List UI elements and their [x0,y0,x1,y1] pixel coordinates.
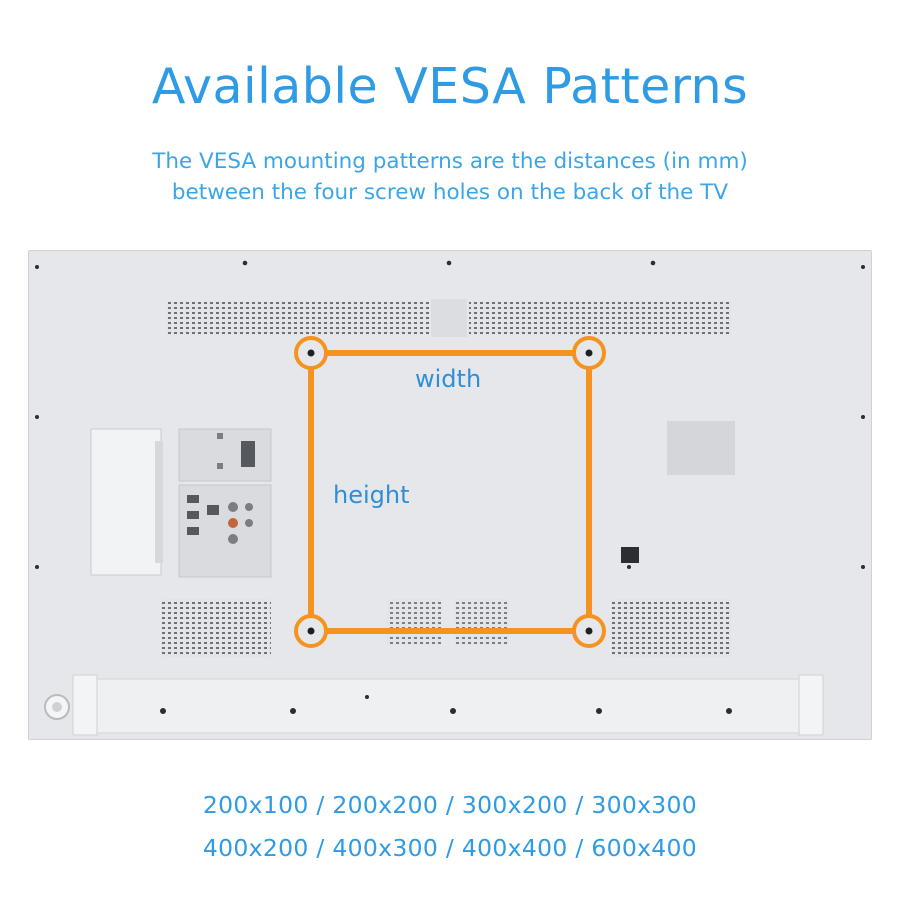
port-panel-upper [178,428,272,482]
top-vent-left [167,301,429,335]
subtitle: The VESA mounting patterns are the dista… [0,146,900,208]
tv-back-illustration: width height [28,250,872,740]
pattern-list-line-1: 200x100 / 200x200 / 300x200 / 300x300 [202,791,698,819]
bottom-bar [76,678,818,734]
pattern-list-line-2: 400x200 / 400x300 / 400x400 / 600x400 [202,834,698,862]
vesa-pattern-list: 200x100 / 200x200 / 300x200 / 300x300 40… [0,784,900,870]
center-vent-right [455,599,509,645]
cable-compartment [90,428,162,576]
bottom-vent-right [611,599,731,657]
center-vent-left [387,599,441,645]
tv-back-drawing [35,260,865,736]
width-label: width [415,365,482,393]
label-pad [667,421,735,475]
vesa-frame [308,350,592,634]
power-socket [621,547,639,563]
top-vent-right [469,301,731,335]
subtitle-line-1: The VESA mounting patterns are the dista… [152,149,748,174]
bottom-vent-left [161,599,271,657]
vesa-screw-holes [294,336,606,648]
page-title: Available VESA Patterns [151,58,749,115]
height-label: height [333,481,410,509]
subtitle-line-2: between the four screw holes on the back… [171,180,729,205]
